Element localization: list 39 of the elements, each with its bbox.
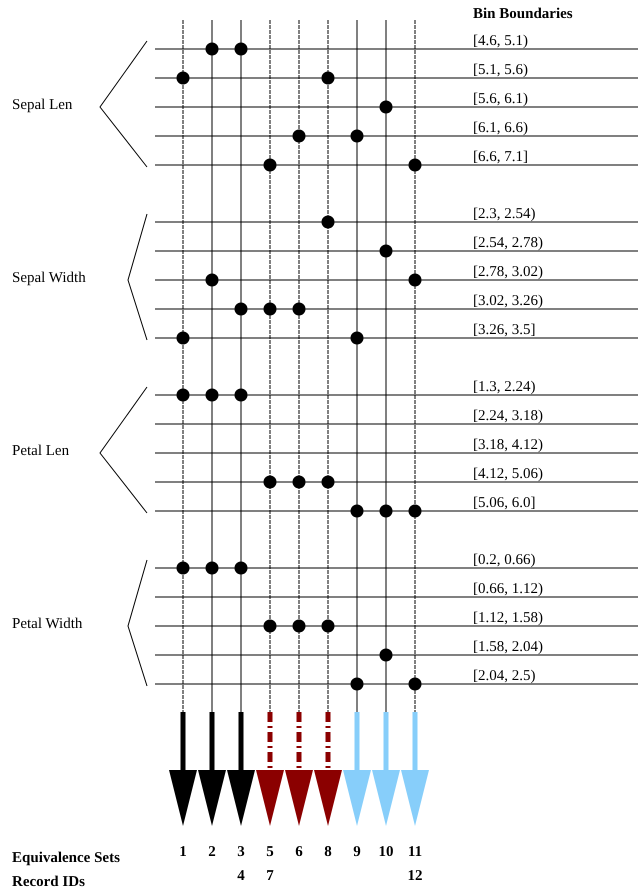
bin-label: [1.58, 2.04): [473, 639, 543, 656]
bin-label: [5.6, 6.1): [473, 91, 528, 108]
bin-label: [5.06, 6.0]: [473, 495, 536, 512]
bin-label: [2.24, 3.18): [473, 408, 543, 425]
record-id: 7: [266, 868, 274, 885]
bin-label: [0.2, 0.66): [473, 552, 536, 569]
set-number: 1: [179, 844, 187, 861]
bin-label: [6.6, 7.1]: [473, 149, 528, 166]
set-number: 11: [408, 844, 422, 861]
row-label: Record IDs: [12, 874, 85, 891]
bin-label: [3.26, 3.5]: [473, 322, 536, 339]
bin-label: [0.66, 1.12): [473, 581, 543, 598]
bin-label: [2.3, 2.54): [473, 206, 536, 223]
set-number: 10: [378, 844, 394, 861]
column-heading: Bin Boundaries: [473, 6, 573, 23]
bin-label: [2.78, 3.02): [473, 264, 543, 281]
bin-label: [2.54, 2.78): [473, 235, 543, 252]
set-number: 6: [295, 844, 303, 861]
attribute-label: Sepal Width: [12, 270, 86, 287]
bin-label: [2.04, 2.5): [473, 668, 536, 685]
bin-label: [1.12, 1.58): [473, 610, 543, 627]
attribute-label: Petal Len: [12, 443, 70, 460]
row-label: Equivalence Sets: [12, 850, 120, 867]
set-number: 8: [324, 844, 332, 861]
bin-label: [6.1, 6.6): [473, 120, 528, 137]
set-number: 3: [237, 844, 245, 861]
bin-label: [5.1, 5.6): [473, 62, 528, 79]
record-id: 12: [408, 868, 422, 885]
bin-label: [1.3, 2.24): [473, 379, 536, 396]
bin-label: [4.12, 5.06): [473, 466, 543, 483]
bin-label: [3.02, 3.26): [473, 293, 543, 310]
record-id: 4: [237, 868, 245, 885]
attribute-label: Petal Width: [12, 616, 82, 633]
set-number: 2: [208, 844, 216, 861]
set-number: 5: [266, 844, 274, 861]
bin-label: [3.18, 4.12): [473, 437, 543, 454]
attribute-label: Sepal Len: [12, 97, 72, 114]
set-number: 9: [353, 844, 361, 861]
bin-label: [4.6, 5.1): [473, 33, 528, 50]
